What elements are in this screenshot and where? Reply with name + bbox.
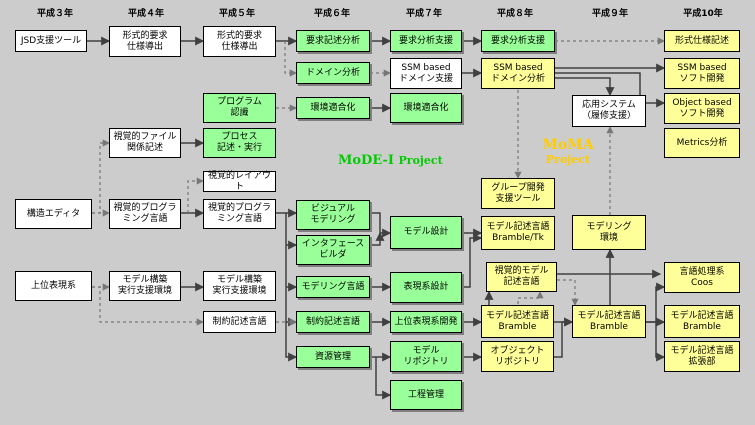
box-metrics: Metrics分析	[664, 128, 740, 158]
box-obj-repo: オブジェクト リポジトリ	[481, 341, 554, 372]
box-struct-editor: 構造エディタ	[15, 199, 92, 229]
box-jikko1: モデル構築 実行支援環境	[109, 271, 181, 301]
box-mdl-bt: モデル記述言語 Bramble/Tk	[481, 216, 555, 250]
box-model-lang: モデリング言語	[296, 276, 370, 298]
box-file: 視覚的ファイル 関係記述	[109, 128, 181, 158]
box-ssm1: SSM based ドメイン支援	[390, 58, 462, 89]
box-seiyaku2: 制約記述言語	[296, 311, 370, 333]
box-seiyaku1: 制約記述言語	[203, 311, 276, 333]
box-kotei: 工程管理	[390, 380, 462, 410]
box-kankyo1: 環境適合化	[296, 97, 370, 119]
box-jsd: JSD支援ツール	[15, 30, 87, 52]
moma-project-title: MoMA Project	[540, 137, 596, 166]
box-model-design: モデル設計	[390, 216, 462, 249]
box-mdl-b1: モデル記述言語 Bramble	[481, 305, 554, 338]
box-ssm2: SSM based ドメイン分析	[481, 58, 555, 89]
box-vm-lang: 視覚的モデル 記述言語	[486, 262, 557, 292]
box-kankyo2: 環境適合化	[390, 93, 462, 123]
box-vp2: 視覚的プログラ ミング言語	[203, 199, 276, 229]
mode-project-word: Project	[398, 154, 443, 167]
box-keishiki: 形式仕様記述	[664, 30, 740, 52]
year-label: 平成５年	[218, 9, 255, 19]
mode-project-title: MoDE-I Project	[338, 153, 443, 168]
box-mdl-b2: モデル記述言語 Bramble	[572, 305, 646, 338]
box-kei2: 形式的要求 仕様導出	[203, 26, 276, 57]
box-hyogen: 表現系設計	[390, 272, 462, 303]
box-kei1: 形式的要求 仕様導出	[109, 26, 181, 57]
year-label: 平成４年	[127, 9, 164, 19]
box-dom1: ドメイン分析	[296, 62, 370, 84]
box-yb-shien1: 要求分析支援	[390, 30, 462, 52]
year-label: 平成９年	[591, 9, 628, 19]
box-repo1: モデル リポジトリ	[390, 341, 462, 372]
year-label: 平成６年	[313, 9, 350, 19]
year-label: 平成10年	[683, 9, 723, 19]
box-group: グループ開発 支援ツール	[481, 178, 555, 209]
box-josui-kaihatsu: 上位表現系開発	[390, 311, 462, 333]
box-yb-shien2: 要求分析支援	[481, 30, 555, 52]
box-process: プロセス 記述・実行	[203, 128, 276, 158]
box-yk-bun1: 要求記述分析	[296, 30, 370, 52]
box-mdl-ext: モデル記述言語 拡張部	[664, 341, 740, 372]
box-model-env: モデリング 環境	[572, 215, 646, 250]
year-label: 平成３年	[36, 9, 73, 19]
mode-project-name: MoDE-I	[338, 153, 394, 168]
box-visual-model: ビジュアル モデリング	[296, 200, 370, 230]
box-obj-soft: Object based ソフト開発	[664, 93, 740, 124]
box-jikko2: モデル構築 実行支援環境	[203, 271, 276, 301]
year-label: 平成８年	[496, 9, 533, 19]
box-interface: インタフェース ビルダ	[296, 235, 370, 265]
box-prog-ninshiki: プログラム 認識	[203, 93, 276, 123]
box-shigen: 資源管理	[296, 346, 370, 368]
box-gengo: 言語処理系 Coos	[664, 262, 740, 293]
year-label: 平成７年	[405, 9, 442, 19]
box-vp1: 視覚的プログラ ミング言語	[109, 199, 181, 229]
moma-project-name: MoMA	[542, 137, 594, 153]
box-ouyou: 応用システム （履修支援）	[572, 95, 646, 127]
box-ssm-soft: SSM based ソフト開発	[664, 58, 740, 89]
box-josui: 上位表現系	[15, 271, 92, 301]
box-mdl-b3: モデル記述言語 Bramble	[664, 305, 740, 338]
moma-project-word: Project	[545, 153, 591, 166]
box-visual-layout: 視覚的レイアウト	[203, 171, 276, 192]
